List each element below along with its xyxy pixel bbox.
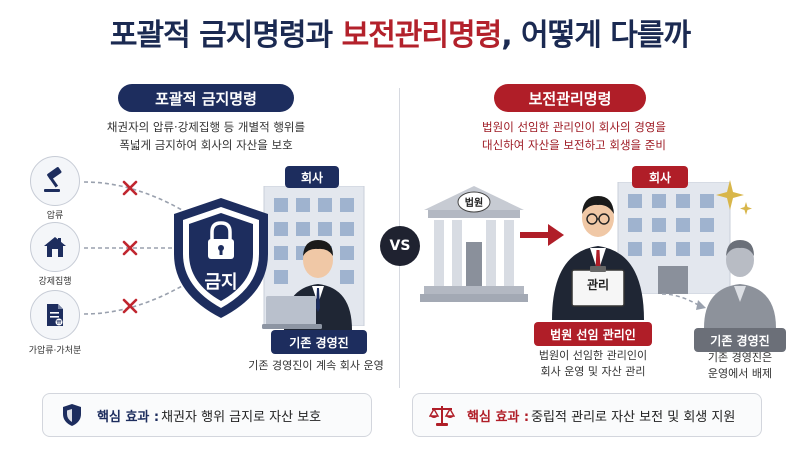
enforcement-circle bbox=[30, 222, 80, 272]
manage-sign-text: 관리 bbox=[586, 278, 610, 292]
left-effect-icon-wrap bbox=[59, 402, 85, 428]
old-manager-desc-line-1: 기존 경영진은 bbox=[707, 351, 773, 364]
appointed-manager-figure bbox=[552, 196, 644, 320]
appointee-desc-line-1: 법원이 선임한 관리인이 bbox=[538, 349, 648, 362]
provisional-label: 가압류·가처분 bbox=[28, 346, 82, 356]
court-label: 법원 bbox=[464, 198, 484, 209]
title-part-3: , 어떻게 다를까 bbox=[501, 18, 691, 53]
shield-text: 금지 bbox=[204, 272, 238, 293]
right-effect-label: 핵심 효과 : bbox=[467, 409, 530, 425]
right-desc-line-1: 법원이 선임한 관리인이 회사의 경영을 bbox=[482, 120, 666, 134]
page-title: 포괄적 금지명령과 보전관리명령, 어떻게 다를까 bbox=[0, 10, 800, 54]
shield-lock-icon bbox=[174, 198, 268, 318]
right-company-label: 회사 bbox=[632, 166, 688, 188]
left-description: 채권자의 압류·강제집행 등 개별적 행위를 폭넓게 금지하여 회사의 자산을 … bbox=[70, 118, 342, 154]
left-effect-text: 채권자 행위 금지로 자산 보호 bbox=[161, 409, 322, 425]
left-manager-desc: 기존 경영진이 계속 회사 운영 bbox=[248, 359, 384, 372]
court-building-icon bbox=[420, 186, 528, 302]
sparkle-icon bbox=[716, 180, 752, 215]
old-manager-desc: 기존 경영진은 운영에서 배제 bbox=[680, 350, 800, 382]
enforcement-label: 강제집행 bbox=[38, 277, 72, 287]
title-part-2: 보전관리명령 bbox=[341, 18, 503, 53]
blocked-arrows bbox=[83, 180, 183, 315]
old-manager-badge: 기존 경영진 bbox=[694, 328, 786, 352]
left-company-label: 회사 bbox=[285, 166, 339, 188]
right-description: 법원이 선임한 관리인이 회사의 경영을 대신하여 자산을 보전하고 회생을 준… bbox=[444, 118, 704, 154]
left-desc-line-1: 채권자의 압류·강제집행 등 개별적 행위를 bbox=[106, 120, 306, 134]
left-effect-box: 핵심 효과 : 채권자 행위 금지로 자산 보호 bbox=[42, 393, 372, 437]
left-effect-label: 핵심 효과 : bbox=[97, 409, 160, 425]
right-effect-box: 핵심 효과 : 중립적 관리로 자산 보전 및 회생 지원 bbox=[412, 393, 762, 437]
provisional-circle: ₩ bbox=[30, 290, 80, 340]
seizure-label: 압류 bbox=[46, 211, 64, 221]
right-heading: 보전관리명령 bbox=[494, 84, 646, 112]
old-manager-desc-line-2: 운영에서 배제 bbox=[707, 367, 773, 380]
gavel-icon bbox=[44, 167, 62, 192]
seizure-circle bbox=[30, 156, 80, 206]
svg-text:₩: ₩ bbox=[57, 320, 62, 326]
left-manager-badge: 기존 경영진 bbox=[271, 330, 367, 354]
left-heading: 포괄적 금지명령 bbox=[118, 84, 294, 112]
right-desc-line-2: 대신하여 자산을 보전하고 회생을 준비 bbox=[482, 138, 666, 152]
excluded-manager-figure bbox=[704, 240, 776, 328]
left-desc-line-2: 폭넓게 금지하여 회사의 자산을 보호 bbox=[119, 138, 293, 152]
right-effect-icon-wrap bbox=[429, 402, 455, 428]
dashed-arrow-right bbox=[661, 293, 706, 310]
arrow-right-icon bbox=[520, 224, 564, 246]
right-company-building bbox=[617, 182, 731, 294]
title-part-1: 포괄적 금지명령과 bbox=[109, 18, 342, 53]
existing-manager-figure bbox=[262, 240, 352, 330]
document-icon: ₩ bbox=[47, 304, 63, 326]
house-icon bbox=[44, 237, 66, 257]
appointee-badge: 법원 선임 관리인 bbox=[534, 322, 652, 346]
scales-icon bbox=[429, 406, 455, 426]
right-effect-text: 중립적 관리로 자산 보전 및 회생 지원 bbox=[531, 409, 736, 425]
shield-icon bbox=[63, 404, 81, 426]
vs-badge: VS bbox=[380, 226, 420, 266]
appointee-desc-line-2: 회사 운영 및 자산 관리 bbox=[540, 365, 646, 378]
appointee-desc: 법원이 선임한 관리인이 회사 운영 및 자산 관리 bbox=[508, 348, 678, 380]
